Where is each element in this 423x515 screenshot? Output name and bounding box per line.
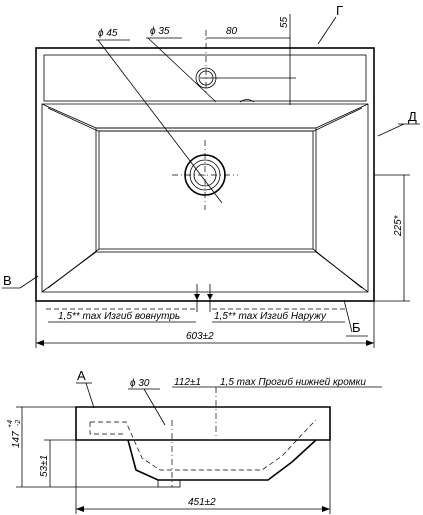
- label-height53: 53±1: [39, 455, 50, 477]
- label-d45: ϕ 45: [98, 28, 118, 39]
- side-view: [16, 382, 382, 514]
- leader-b: [343, 299, 353, 333]
- label-dim80: 80: [226, 26, 238, 37]
- back-shelf: [43, 54, 367, 102]
- side-top-slab: [75, 406, 331, 441]
- label-bend-in: 1,5** max Изгиб вовнутрь: [58, 310, 180, 322]
- label-d35: ϕ 35: [150, 26, 170, 37]
- bowl-bottom-inner: [98, 130, 314, 250]
- label-bend-out: 1,5** max Изгиб Наружу: [214, 310, 327, 322]
- label-lower-edge: 1,5 max Прогиб нижней кромки: [220, 376, 366, 388]
- bowl-top-slope: [41, 103, 369, 129]
- side-bowl-outer: [127, 439, 317, 481]
- leader-d: [377, 123, 405, 137]
- top-view: [2, 14, 420, 348]
- leader-g: [317, 16, 337, 45]
- bowl-lower-slope: [41, 251, 369, 293]
- label-depth451: 451±2: [188, 497, 216, 508]
- leader-v: [19, 275, 39, 289]
- side-drain-stub: [157, 479, 181, 488]
- label-letter-g: Г: [336, 3, 343, 18]
- side-bowl-inner-left: [89, 422, 126, 435]
- side-bowl-inner: [90, 419, 317, 471]
- leader-d35: [147, 37, 217, 103]
- bend-arrowheads: [194, 294, 213, 300]
- label-letter-b: Б: [352, 320, 361, 335]
- label-dim225: 225*: [393, 214, 404, 237]
- label-height147: 147: [11, 431, 22, 448]
- label-height147-tol-dn: -2: [15, 420, 22, 426]
- label-d30: ϕ 30: [130, 378, 150, 389]
- label-dim112: 112±1: [174, 377, 201, 388]
- label-height147-tol-up: +4: [7, 420, 14, 428]
- leader-a: [85, 382, 95, 409]
- label-letter-v: В: [3, 273, 12, 288]
- overflow-slot: [239, 99, 255, 103]
- bowl-bottom: [95, 127, 317, 253]
- label-letter-a: А: [77, 368, 86, 383]
- label-letter-d: Д: [408, 109, 417, 124]
- leader-d45: [97, 39, 223, 204]
- label-width603: 603±2: [186, 331, 214, 342]
- label-dim55: 55: [279, 16, 290, 28]
- leader-d30: [143, 388, 166, 426]
- basin-outer-contour: [35, 47, 375, 302]
- bowl-lower-slope-inner: [47, 248, 363, 289]
